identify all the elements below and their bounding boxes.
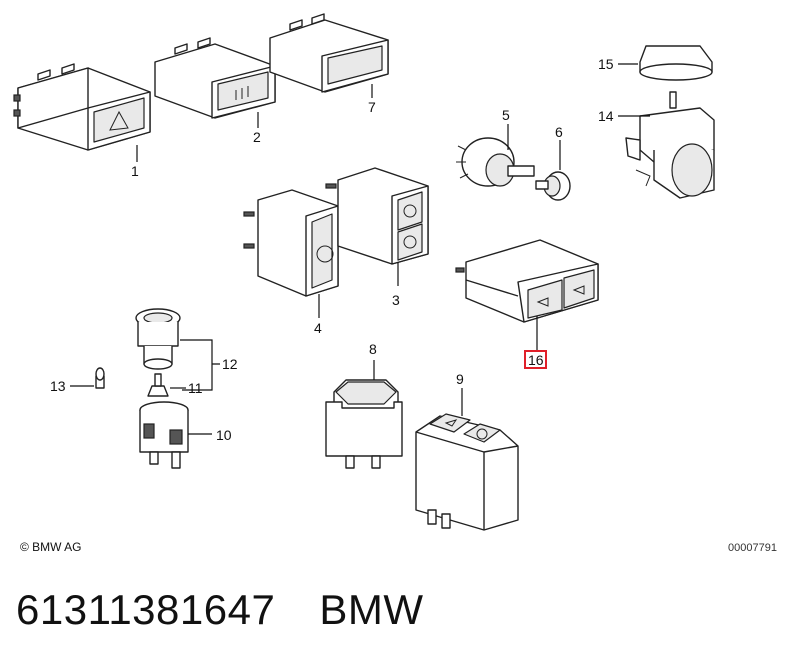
callout-2: 2 — [253, 129, 261, 145]
part-1-hazard-switch[interactable] — [13, 63, 151, 151]
callout-1: 1 — [131, 163, 139, 179]
part-9-double-push-switch[interactable] — [415, 413, 519, 531]
part-8-push-switch[interactable] — [325, 379, 403, 469]
part-6-knob[interactable] — [535, 171, 571, 201]
callout-16-highlight-box — [524, 350, 547, 369]
callout-14: 14 — [598, 108, 614, 124]
brand-name: BMW — [319, 586, 424, 633]
callout-11: 11 — [188, 380, 203, 396]
part-12-lighter-element[interactable] — [135, 308, 181, 370]
part-3-double-switch[interactable] — [325, 167, 429, 265]
callout-13: 13 — [50, 378, 66, 394]
callout-3: 3 — [392, 292, 400, 308]
callout-4: 4 — [314, 320, 322, 336]
callout-6: 6 — [555, 124, 563, 140]
callout-9: 9 — [456, 371, 464, 387]
part-2-defrost-switch[interactable] — [154, 37, 276, 119]
part-13-bulb[interactable] — [95, 367, 105, 389]
parts-diagram: 1 2 7 4 3 — [13, 13, 715, 531]
callout-5: 5 — [502, 107, 510, 123]
leader-12 — [180, 339, 220, 391]
callout-16: 16 — [528, 352, 544, 368]
callout-8: 8 — [369, 341, 377, 357]
callout-12: 12 — [222, 356, 238, 372]
part-16-switch-block[interactable] — [455, 239, 599, 323]
part-14-rotary-unit[interactable] — [625, 91, 715, 199]
part-number: 61311381647 — [16, 586, 276, 633]
part-10-lighter-socket[interactable] — [139, 401, 189, 469]
part-5-rotary-switch[interactable] — [456, 137, 535, 187]
part-11-bulb-holder[interactable] — [147, 373, 169, 397]
callout-10: 10 — [216, 427, 232, 443]
copyright-label: © BMW AG — [20, 540, 82, 554]
part-4-switch[interactable] — [243, 189, 339, 297]
part-15-cap[interactable] — [639, 45, 713, 81]
footer-caption: 61311381647 BMW — [16, 586, 423, 634]
callout-7: 7 — [368, 99, 376, 115]
part-7-blank-switch[interactable] — [269, 13, 389, 93]
document-number: 00007791 — [728, 542, 777, 554]
callout-15: 15 — [598, 56, 614, 72]
